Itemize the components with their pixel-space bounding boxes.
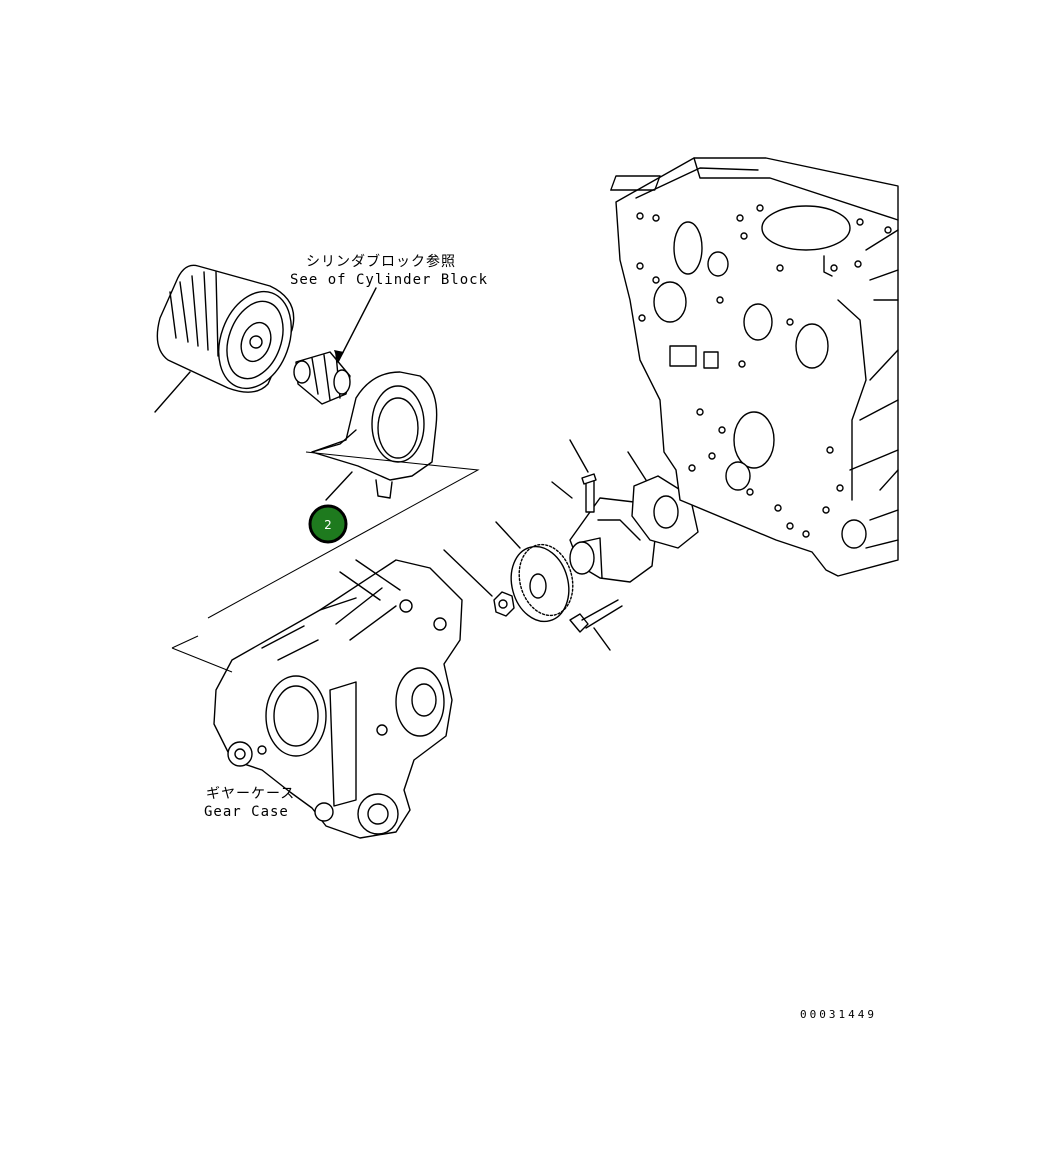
cylinder-block-label-en: See of Cylinder Block [290,272,488,288]
oil-filter [154,264,295,413]
callout-2[interactable]: 2 [308,504,348,544]
pump-bolt [569,599,623,651]
pump-gear [495,521,574,623]
gear-case-label-en: Gear Case [204,804,289,820]
filter-bracket [311,371,438,501]
cylinder-block-label-jp: シリンダブロック参照 [306,253,456,270]
callout-number: 2 [324,518,332,532]
gear-case [213,559,463,839]
nut [443,549,515,617]
cylinder-block [610,157,899,577]
callout-circle[interactable] [308,504,348,544]
connector-bolt [293,351,351,405]
gear-case-label-jp: ギヤーケース [206,786,295,802]
drawing-code: 00031449 [800,1008,877,1021]
